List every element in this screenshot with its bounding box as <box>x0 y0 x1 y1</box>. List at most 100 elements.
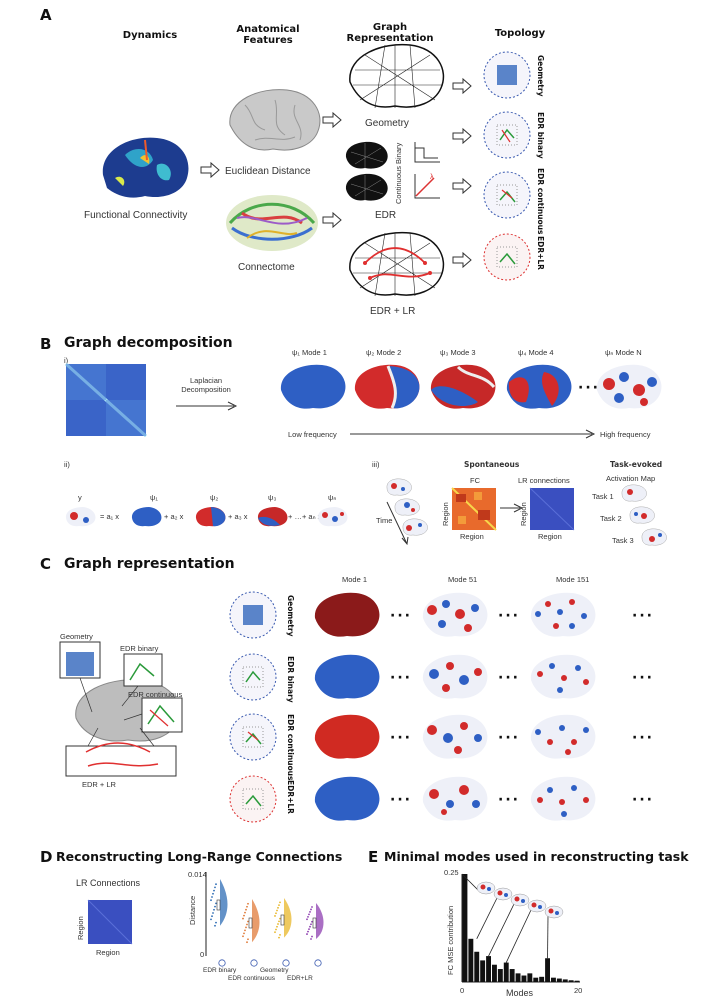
d-jitter-point <box>311 920 313 923</box>
inset-edr-binary-label: EDR binary <box>120 644 159 653</box>
d-cat-edrlr: EDR+LR <box>287 975 313 982</box>
continuous-label: Continuous <box>394 166 403 204</box>
d-region-x: Region <box>96 948 120 957</box>
e-bar <box>568 980 574 982</box>
arrow-icon <box>452 127 472 145</box>
d-jitter-point <box>279 901 281 904</box>
e-bar <box>492 964 497 982</box>
eq-brain-y <box>65 507 96 527</box>
panel-e-letter: E <box>368 848 379 866</box>
e-bar <box>474 951 480 982</box>
col-anatomical: Anatomical Features <box>236 24 300 46</box>
inset-geometry-label: Geometry <box>60 632 93 641</box>
mode-label-1: ψ₁ Mode 1 <box>292 348 327 357</box>
d-jitter-point <box>278 920 280 923</box>
task3-brain <box>641 528 667 546</box>
e-bar <box>556 978 562 982</box>
d-box <box>216 899 221 911</box>
arrow-icon <box>200 161 220 179</box>
mode4-brain <box>506 364 572 409</box>
lr-matrix <box>529 487 575 531</box>
d-jitter-point <box>211 915 213 918</box>
d-jitter-point <box>213 908 215 911</box>
arrow-icon <box>176 401 238 411</box>
d-jitter-point <box>244 929 246 932</box>
e-bar <box>533 977 539 982</box>
d-jitter-point <box>210 899 212 902</box>
fc-matrix-label: FC <box>470 476 480 485</box>
d-jitter-point <box>275 912 277 915</box>
activation-map-label: Activation Map <box>606 474 656 483</box>
spontaneous-label: Spontaneous <box>464 460 520 469</box>
c-geometry-mode151 <box>530 592 596 637</box>
d-box <box>280 914 285 926</box>
d-jitter-point <box>212 892 214 895</box>
task-3-label: Task 3 <box>612 536 634 545</box>
d-violin-half <box>316 903 324 939</box>
b-i-label: i) <box>64 356 69 365</box>
col-graph: Graph Representation <box>346 22 434 44</box>
e-callout-brain <box>476 881 496 895</box>
d-jitter-point <box>278 904 280 907</box>
arrow-icon <box>350 429 596 439</box>
d-violin-half <box>284 898 292 938</box>
e-bar <box>468 938 474 982</box>
task-2-label: Task 2 <box>600 514 622 523</box>
eq-term-3: + a₃ x <box>228 512 248 521</box>
d-lr-connections-label: LR Connections <box>76 878 141 888</box>
d-jitter-point <box>242 935 244 938</box>
lr-region-x: Region <box>538 532 562 541</box>
b-iii-label: iii) <box>372 460 380 469</box>
e-callout-brain-blue <box>504 893 508 897</box>
e-callout-brain <box>544 905 564 919</box>
arrow-icon <box>322 211 342 229</box>
ellipsis: ··· <box>390 730 412 746</box>
e-bar <box>515 973 521 982</box>
inset-edr-continuous-label: EDR continuous <box>128 690 183 699</box>
mode3-brain <box>430 364 496 409</box>
binary-label: Binary <box>394 142 403 164</box>
d-cat-geometry: Geometry <box>260 967 289 974</box>
d-jitter-point <box>243 914 245 917</box>
d-jitter-point <box>275 928 277 931</box>
d-jitter-point <box>246 905 248 908</box>
panel-d-title: Reconstructing Long-Range Connections <box>56 849 343 864</box>
e-callout-brain-red <box>514 896 520 902</box>
d-box <box>248 917 253 929</box>
d-category-marker <box>218 959 226 967</box>
topology-geometry-icon <box>483 51 531 99</box>
low-frequency-label: Low frequency <box>288 430 337 439</box>
c-row-label-edr-continuous: EDR continuous <box>286 714 295 781</box>
e-callout-brain <box>493 887 513 901</box>
d-category-marker <box>250 959 258 967</box>
task-evoked-label: Task-evoked <box>610 460 663 469</box>
task2-brain <box>629 506 655 524</box>
arrow-icon <box>500 503 524 513</box>
e-bar <box>486 956 491 982</box>
task-1-label: Task 1 <box>592 492 614 501</box>
d-jitter-point <box>246 941 248 944</box>
d-jitter-point <box>310 938 312 940</box>
euclidean-brain <box>229 89 321 151</box>
connectome-label: Connectome <box>238 262 295 273</box>
ellipsis: ··· <box>498 670 520 686</box>
topo-label-edr-continuous: EDR continuous <box>536 168 545 235</box>
d-jitter-point <box>247 902 249 905</box>
edr-label: EDR <box>375 210 397 221</box>
eq-term-n: + …+ aₙ x <box>288 512 322 521</box>
e-callout-brain-red <box>548 908 554 914</box>
topo-label-edr-binary: EDR binary <box>536 112 545 159</box>
c-geometry-mode1 <box>314 592 380 637</box>
e-callout-line <box>476 897 498 939</box>
fc-region-y: Region <box>441 502 450 526</box>
panel-c-title: Graph representation <box>64 556 235 572</box>
geometry-label: Geometry <box>365 118 409 129</box>
eq-psi-n: ψₙ <box>328 493 337 502</box>
c-edr-continuous-mode151 <box>530 714 596 759</box>
c-topology-edr-continuous <box>229 713 277 761</box>
e-callout-line <box>505 909 532 963</box>
b-ii-label: ii) <box>64 460 70 469</box>
d-jitter-point <box>215 902 217 905</box>
c-edrlr-mode1 <box>314 776 380 821</box>
d-lr-matrix <box>87 899 133 945</box>
